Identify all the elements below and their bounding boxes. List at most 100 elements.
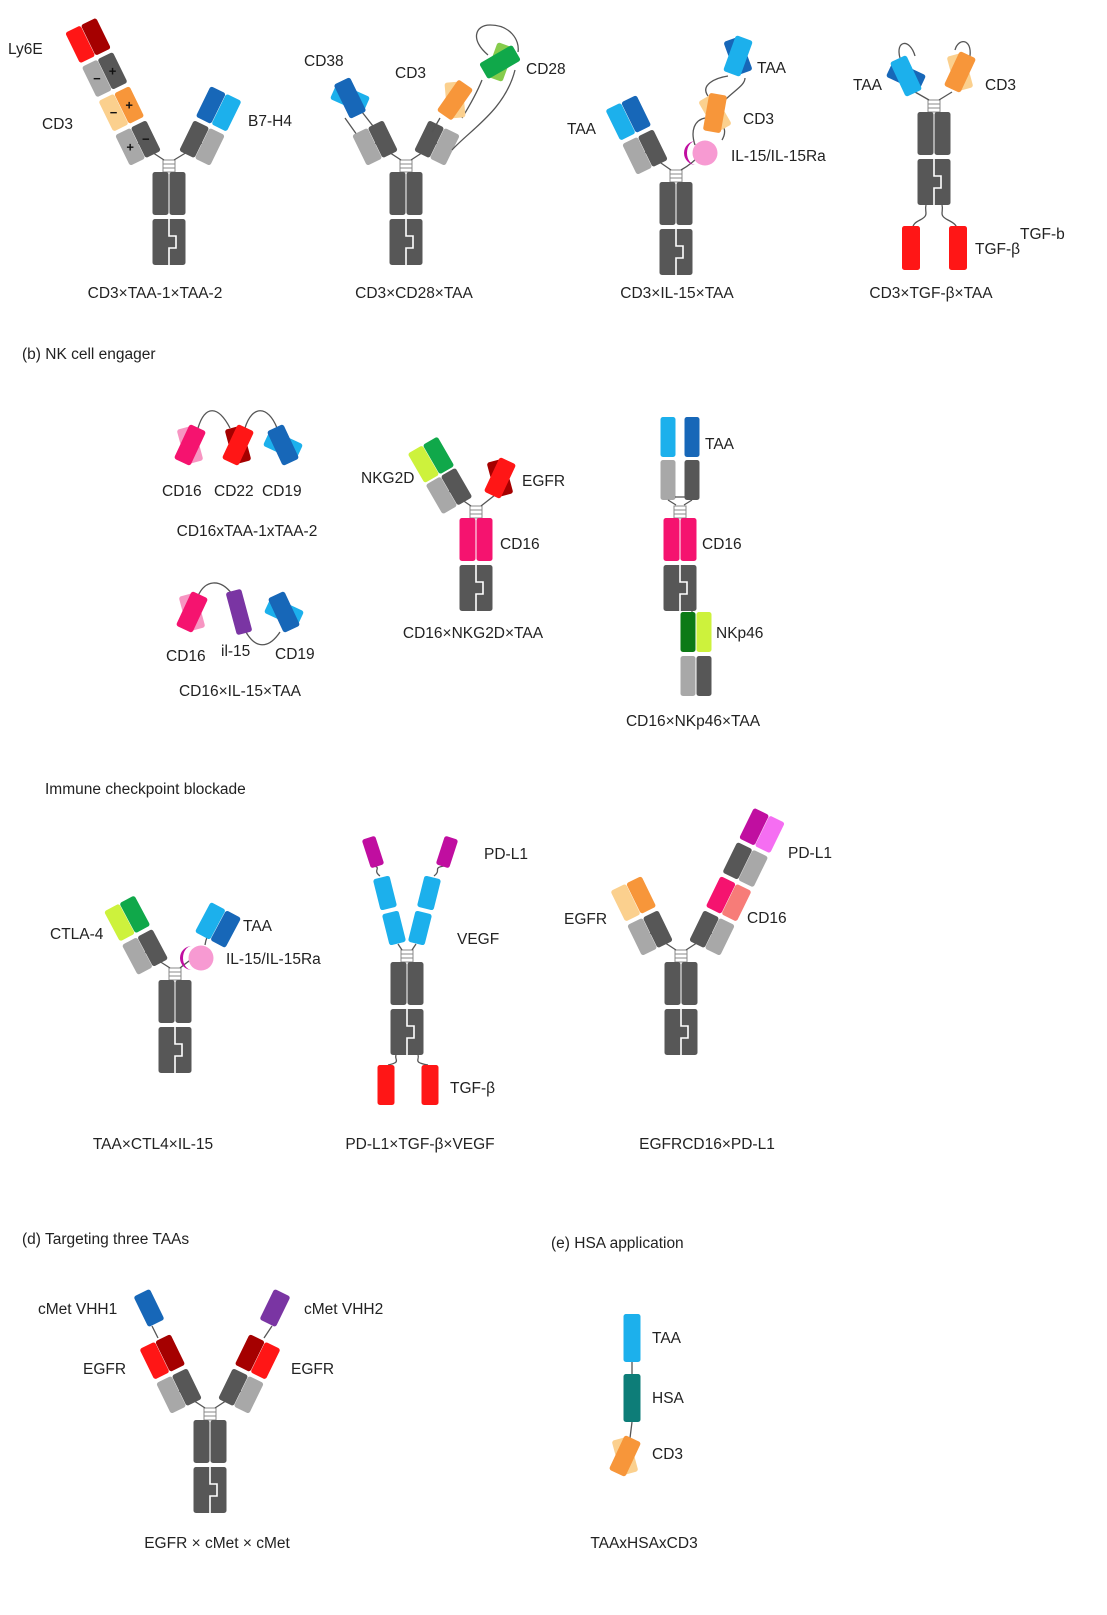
vegf-trap-domain <box>373 875 397 911</box>
ctla4-fab <box>120 896 150 933</box>
tgf-beta-trap <box>902 226 920 270</box>
ch2-domain <box>664 962 681 1005</box>
hinge <box>168 967 182 981</box>
caption-cd16-il15-taa: CD16×IL-15×TAA <box>179 683 302 700</box>
hinge <box>669 169 683 183</box>
egfr-scfv-vh <box>484 457 516 499</box>
label-egfr-right: EGFR <box>291 1361 334 1378</box>
caption-egfr-cmet-cmet: EGFR × cMet × cMet <box>144 1535 290 1552</box>
nkp46-vl <box>696 612 712 652</box>
charge-sign: − <box>93 71 101 86</box>
linker <box>692 117 706 146</box>
ch3-knob-into-hole <box>663 565 697 611</box>
label-cmet-vhh1: cMet VHH1 <box>38 1301 117 1318</box>
label-cd16: CD16 <box>162 483 202 500</box>
cd3-fab <box>114 86 144 124</box>
section-title-nk-engager: (b) NK cell engager <box>22 346 156 363</box>
antibody-shapes <box>65 18 976 1513</box>
label-nkp46: NKp46 <box>716 625 763 642</box>
ch1-cl <box>705 918 735 955</box>
vegf-trap-domain <box>417 875 441 911</box>
taa-vh <box>684 417 700 457</box>
cmet-vhh1 <box>134 1289 164 1327</box>
label-egfr-left: EGFR <box>83 1361 126 1378</box>
cl-ch1 <box>627 918 657 955</box>
ch1-cl <box>414 121 444 158</box>
ch1-cl <box>195 128 225 165</box>
tgf-beta-trap <box>377 1065 395 1105</box>
section-title-hsa: (e) HSA application <box>551 1235 684 1252</box>
linker <box>431 117 441 133</box>
linker <box>373 865 381 877</box>
label-cd28: CD28 <box>526 61 566 78</box>
label-ly6e: Ly6E <box>8 41 43 58</box>
ch2-domain <box>389 172 406 215</box>
caption-cd16-nkp46-taa: CD16×NKp46×TAA <box>626 713 761 730</box>
label-cd16: CD16 <box>702 536 742 553</box>
label-cd19: CD19 <box>262 483 302 500</box>
label-cd3: CD3 <box>985 77 1016 94</box>
linker <box>151 1325 159 1339</box>
ch2-domain <box>663 518 680 561</box>
cd3-scfv-vh <box>944 51 976 93</box>
linker <box>451 69 516 151</box>
ch3-knob-into-hole <box>389 219 423 265</box>
cd28-scfv-vh <box>479 45 521 79</box>
label-cd38: CD38 <box>304 53 344 70</box>
cl <box>680 656 696 696</box>
cl-ch1 <box>638 130 668 167</box>
knob-hole-interface <box>168 219 177 265</box>
charge-sign: − <box>110 105 118 120</box>
label-cd3: CD3 <box>395 65 426 82</box>
ch2-domain <box>193 1420 210 1463</box>
linker <box>411 943 417 951</box>
vegf-trap-domain <box>382 910 406 946</box>
section-title-checkpoint: Immune checkpoint blockade <box>45 781 246 798</box>
caption-cd16-nkg2d-taa: CD16×NKG2D×TAA <box>403 625 544 642</box>
taa-fab <box>621 95 651 133</box>
ch1-cl <box>723 842 752 880</box>
linker <box>898 42 916 59</box>
linker <box>244 410 278 429</box>
linker <box>629 1421 633 1439</box>
linker <box>954 41 971 57</box>
label-taa: TAA <box>853 77 883 94</box>
cl-ch1 <box>643 911 673 948</box>
label-il15: il-15 <box>221 643 250 660</box>
ch2-domain <box>210 1420 227 1463</box>
cd16-scfv-vh <box>176 591 208 633</box>
linker <box>387 1054 398 1066</box>
label-taa: TAA <box>705 436 735 453</box>
b7h4-fab <box>196 86 226 124</box>
egfr-fab <box>251 1342 280 1379</box>
caption-egfr-cd16-pdl1: EGFRCD16×PD-L1 <box>639 1136 775 1153</box>
label-taa: TAA <box>243 918 273 935</box>
ch2-domain <box>407 962 424 1005</box>
ch3-knob-into-hole <box>917 159 951 205</box>
cl-ch1 <box>172 1369 202 1406</box>
cd3-scfv-vh <box>609 1435 641 1477</box>
linker <box>245 631 281 646</box>
taa-scfv-vh <box>723 35 753 77</box>
nkg2d-fab <box>423 437 454 474</box>
caption-taa-ctl4-il15: TAA×CTL4×IL-15 <box>93 1136 213 1153</box>
label-cd16: CD16 <box>500 536 540 553</box>
label-cd3: CD3 <box>743 111 774 128</box>
taa-binder <box>623 1314 641 1362</box>
ch2-domain <box>934 112 951 155</box>
linker <box>667 499 677 506</box>
label-vegf: VEGF <box>457 931 499 948</box>
cd16-fab <box>706 876 736 914</box>
cl-ch1 <box>131 121 161 158</box>
ch2-domain <box>676 182 693 225</box>
cl <box>660 460 676 500</box>
ch2-domain <box>681 962 698 1005</box>
cd3-scfv-vh <box>703 93 727 133</box>
knob-hole-interface <box>679 565 688 611</box>
caption-taa-hsa-cd3: TAAxHSAxCD3 <box>590 1535 697 1552</box>
cd16-scfv-vh <box>174 424 206 466</box>
knob-hole-interface <box>680 1009 689 1055</box>
label-cmet-vhh2: cMet VHH2 <box>304 1301 383 1318</box>
ch3-knob-into-hole <box>158 1027 192 1073</box>
